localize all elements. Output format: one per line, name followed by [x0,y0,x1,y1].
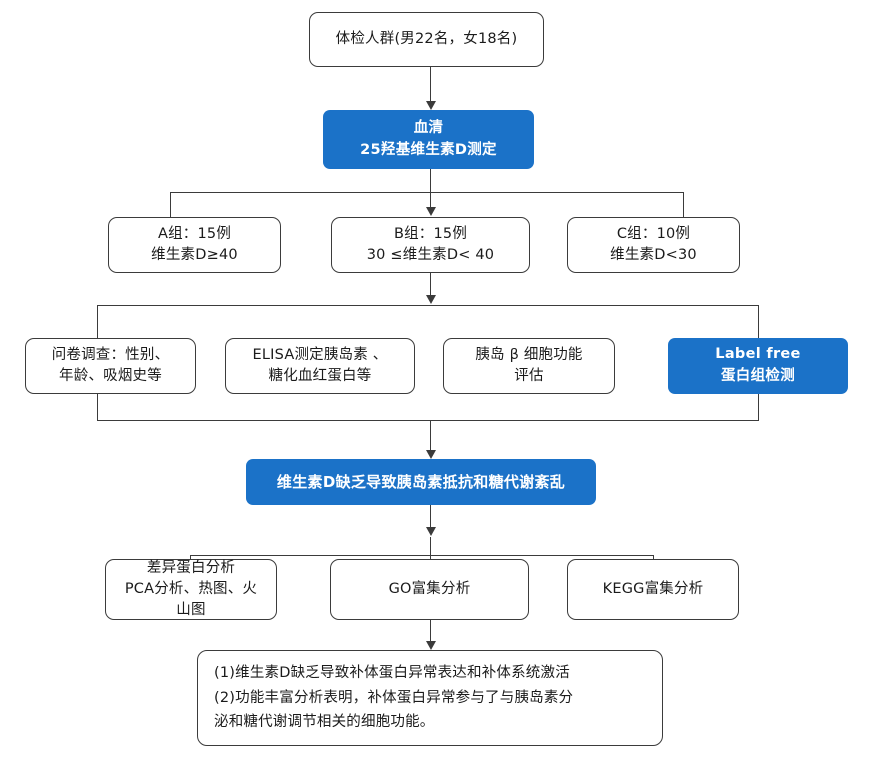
node-kegg-enrichment-label: KEGG富集分析 [602,580,704,597]
node-serum-assay[interactable]: 血清 25羟基维生素D测定 [323,110,534,169]
node-elisa[interactable]: ELISA测定胰岛素 、 糖化血红蛋白等 [225,338,415,394]
node-cohort[interactable]: 体检人群(男22名，女18名) [309,12,544,67]
node-group-c-label: C组：10例 维生素D<30 [610,225,697,263]
node-label-free-label: Label free 蛋白组检测 [715,346,801,384]
node-kegg-enrichment[interactable]: KEGG富集分析 [567,559,739,620]
arrowhead-conclusion [426,641,436,650]
connector-bus-to-group-a [170,192,171,217]
node-diff-protein-label: 差异蛋白分析 PCA分析、热图、火 山图 [124,559,258,619]
node-finding-label: 维生素D缺乏导致胰岛素抵抗和糖代谢紊乱 [276,472,566,491]
node-serum-assay-label: 血清 25羟基维生素D测定 [360,119,497,158]
connector-serum-down [430,169,431,192]
connector-assessment-to-finding [430,420,431,451]
node-finding[interactable]: 维生素D缺乏导致胰岛素抵抗和糖代谢紊乱 [246,459,596,505]
connector-assessment-bus-top [97,305,759,306]
node-label-free[interactable]: Label free 蛋白组检测 [668,338,848,394]
connector-cohort-to-serum [430,67,431,103]
node-group-b-label: B组：15例 30 ≤维生素D< 40 [366,225,495,263]
arrowhead-finding [426,450,436,459]
node-questionnaire-label: 问卷调查：性别、 年龄、吸烟史等 [51,346,170,384]
connector-analysis-bus [190,555,653,556]
arrowhead-assessment-bus [426,295,436,304]
connector-group-bus [170,192,684,193]
node-conclusion[interactable]: (1)维生素D缺乏导致补体蛋白异常表达和补体系统激活 (2)功能丰富分析表明，补… [197,650,663,746]
node-elisa-label: ELISA测定胰岛素 、 糖化血红蛋白等 [252,346,388,384]
node-diff-protein[interactable]: 差异蛋白分析 PCA分析、热图、火 山图 [105,559,277,620]
connector-group-b-down [430,273,431,295]
connector-finding-down [430,505,431,528]
connector-bus-to-group-c [683,192,684,217]
node-group-b[interactable]: B组：15例 30 ≤维生素D< 40 [331,217,530,273]
connector-assessment-bus-bottom [97,420,759,421]
node-group-a[interactable]: A组：15例 维生素D≥40 [108,217,281,273]
node-group-c[interactable]: C组：10例 维生素D<30 [567,217,740,273]
node-questionnaire[interactable]: 问卷调查：性别、 年龄、吸烟史等 [25,338,196,394]
node-go-enrichment-label: GO富集分析 [388,580,471,597]
connector-bus-to-go [430,537,431,569]
connector-bus-to-group-b [430,192,431,208]
node-conclusion-label: (1)维生素D缺乏导致补体蛋白异常表达和补体系统激活 (2)功能丰富分析表明，补… [214,664,574,731]
arrowhead-analysis-bus [426,527,436,536]
node-group-a-label: A组：15例 维生素D≥40 [151,225,238,263]
connector-go-to-conclusion [430,620,431,642]
node-beta-cell-label: 胰岛 β 细胞功能 评估 [475,346,583,384]
node-beta-cell[interactable]: 胰岛 β 细胞功能 评估 [443,338,615,394]
arrowhead-serum [426,101,436,110]
arrowhead-group-b [426,207,436,216]
node-go-enrichment[interactable]: GO富集分析 [330,559,529,620]
node-cohort-label: 体检人群(男22名，女18名) [335,30,518,47]
